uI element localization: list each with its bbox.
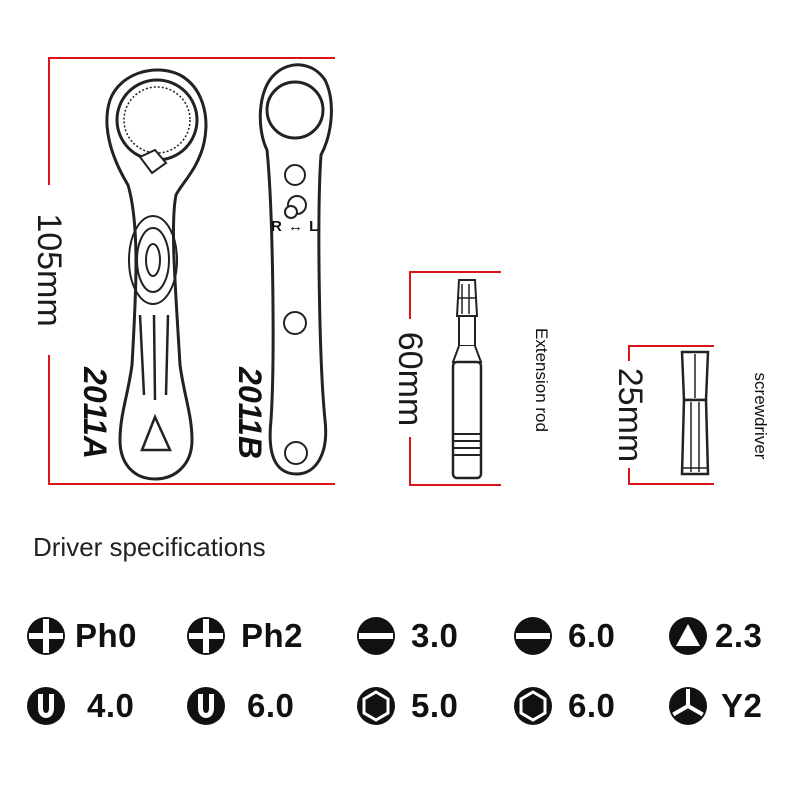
bit-slot-6: 6.0: [512, 614, 615, 658]
slotted-icon: [357, 617, 395, 655]
rod-length-line-vertical-bottom: [409, 437, 411, 486]
bit-length-line-bottom: [628, 483, 714, 485]
bit-ph2: Ph2: [185, 614, 303, 658]
bit-length-label: 25mm: [611, 367, 649, 463]
wrench-2011a: [105, 68, 208, 481]
rod-caption: Extension rod: [532, 328, 551, 432]
wrench-height-label: 105mm: [30, 213, 68, 327]
wrench-height-line-vertical-bottom: [48, 355, 50, 485]
direction-label: R ↔ L: [271, 218, 320, 235]
bit-caption: screwdriver: [751, 372, 770, 460]
bit-label: 3.0: [411, 617, 459, 654]
wrench-height-line-bottom: [48, 483, 335, 485]
slotted-icon: [514, 617, 552, 655]
bit-u-4: 4.0: [25, 684, 134, 728]
bit-y2: Y2: [667, 684, 762, 728]
triangle-icon: [669, 617, 707, 655]
bit-u-6: 6.0: [185, 684, 294, 728]
bit-label: 6.0: [247, 687, 295, 724]
bit-label: Ph2: [241, 617, 304, 654]
bit-length-line-top: [628, 345, 714, 347]
phillips-icon: [187, 617, 225, 655]
bit-label: Y2: [721, 687, 763, 724]
wrench-height-line-vertical-top: [48, 57, 50, 185]
rod-length-line-bottom: [409, 484, 501, 486]
wrench-2011a-model: 2011A: [77, 367, 113, 459]
screwdriver-bit: [680, 350, 710, 476]
bit-tri-2-3: 2.3: [667, 614, 762, 658]
extension-rod: [451, 279, 483, 480]
hex-icon: [357, 687, 395, 725]
u-type-icon: [187, 687, 225, 725]
bit-slot-3: 3.0: [355, 614, 458, 658]
bit-hex-5: 5.0: [355, 684, 458, 728]
bit-length-line-vertical-bottom: [628, 468, 630, 485]
wrench-2011b: [258, 63, 333, 476]
bit-label: 4.0: [87, 687, 135, 724]
bit-length-line-vertical-top: [628, 345, 630, 361]
u-type-icon: [27, 687, 65, 725]
tri-wing-icon: [669, 687, 707, 725]
rod-length-line-top: [409, 271, 501, 273]
bit-label: 6.0: [568, 617, 616, 654]
bit-label: 5.0: [411, 687, 459, 724]
phillips-icon: [27, 617, 65, 655]
bit-label: Ph0: [75, 617, 138, 654]
bit-label: 6.0: [568, 687, 616, 724]
bit-label: 2.3: [715, 617, 763, 654]
bit-hex-6: 6.0: [512, 684, 615, 728]
wrench-height-line-top: [48, 57, 335, 59]
hex-icon: [514, 687, 552, 725]
rod-length-line-vertical-top: [409, 271, 411, 319]
bit-ph0: Ph0: [25, 614, 137, 658]
spec-heading: Driver specifications: [33, 532, 266, 562]
wrench-2011b-model: 2011B: [232, 367, 268, 459]
rod-length-label: 60mm: [391, 331, 429, 427]
